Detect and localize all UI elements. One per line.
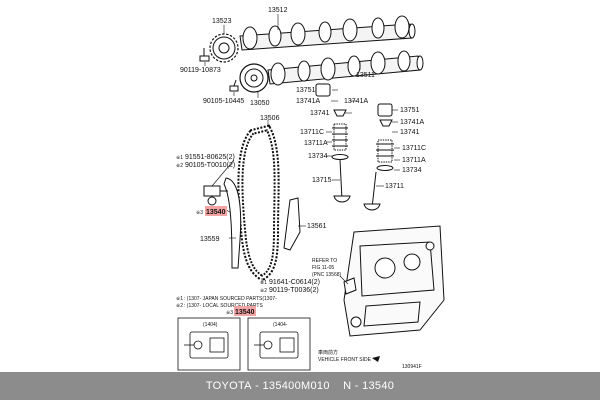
tensioner-inset-right <box>247 317 311 371</box>
label-13734-a: 13734 <box>308 153 328 160</box>
intake-camshaft <box>239 15 416 51</box>
label-13741a-a: 13741A <box>296 98 320 105</box>
label-13506: 13506 <box>260 115 280 122</box>
label-13751-b: 13751 <box>400 107 420 114</box>
front-arrow-icon <box>372 356 380 362</box>
footer-sep-2: N - <box>329 380 363 392</box>
label-13511: 13511 <box>356 72 375 79</box>
label-91641-c0614: 91641-C0614(2) <box>269 279 320 286</box>
label-13734-b: 13734 <box>402 167 422 174</box>
leader-lines-top <box>204 14 361 132</box>
refer-line-1: REFER TO <box>312 258 337 264</box>
label-13512: 13512 <box>268 7 288 14</box>
label-90105-10445: 90105-10445 <box>203 98 244 105</box>
label-13711: 13711 <box>385 183 404 190</box>
mark-2-a: ※2 <box>176 163 183 169</box>
label-13741-a: 13741 <box>310 110 330 117</box>
mark-2-b: ※2 <box>260 288 267 294</box>
label-13540-a: 13540 <box>206 209 226 216</box>
camshaft-timing-gear <box>239 63 269 93</box>
orientation-en: VEHICLE FRONT SIDE <box>318 357 372 363</box>
label-13715: 13715 <box>312 177 332 184</box>
figure-code: 130941F <box>402 364 422 370</box>
chain-tensioner <box>203 185 228 206</box>
chain-guide <box>283 197 301 251</box>
bolt-90119-10873 <box>199 48 210 62</box>
exhaust-camshaft <box>267 50 424 86</box>
tensioner-inset-left <box>177 317 241 371</box>
label-13050: 13050 <box>250 100 270 107</box>
footer-sep-1: - <box>251 380 263 392</box>
timing-chain <box>237 124 280 282</box>
label-13540-b: 13540 <box>235 309 255 316</box>
footer-pnc: 13540 <box>362 380 395 392</box>
label-13711a-b: 13711A <box>402 157 426 164</box>
orientation-jp: 車両前方 <box>318 349 338 356</box>
valve-train <box>315 83 394 211</box>
engine-block <box>343 225 445 337</box>
label-13711a-a: 13711A <box>304 140 328 147</box>
label-13741-b: 13741 <box>400 129 420 136</box>
legend-text-1: : (1307- JAPAN SOURCED PARTS(1307- <box>184 296 277 302</box>
inset-right-code: (1404- <box>273 322 288 328</box>
highlight-13540-a <box>205 206 227 216</box>
label-13561: 13561 <box>307 223 327 230</box>
label-91551-80625: 91551-80625(2) <box>185 154 235 161</box>
legend-mark-1: ※1 <box>176 296 183 302</box>
label-90105-t0010: 90105-T0010(2) <box>185 162 235 169</box>
chain-tensioner-slipper <box>223 177 242 269</box>
mark-3-a: ※3 <box>196 210 203 216</box>
diagram-canvas: 13523 13512 13511 90119-10873 90105-1044… <box>176 7 445 371</box>
label-13711c-b: 13711C <box>402 145 426 152</box>
mark-1-a: ※1 <box>176 155 183 161</box>
footer-part-number: 135400M010 <box>262 380 330 392</box>
mark-1-b: ※1 <box>260 280 267 286</box>
legend-mark-2: ※2 <box>176 303 183 309</box>
label-13711c-a: 13711C <box>300 129 324 136</box>
refer-leader <box>339 275 349 285</box>
legend-mark-3: ※3 <box>226 310 233 316</box>
label-13523: 13523 <box>212 18 232 25</box>
inset-left-code: (1404) <box>203 322 218 328</box>
highlight-13540-b <box>234 306 256 316</box>
bolt-90105-10445 <box>229 79 239 92</box>
refer-line-3: (PNC 13568) <box>312 272 342 278</box>
label-90119-t0036: 90119-T0036(2) <box>269 287 319 294</box>
camshaft-sprocket <box>209 33 239 63</box>
part-footer-bar: TOYOTA - 135400M010 N - 13540 <box>0 372 600 400</box>
label-13741a-b: 13741A <box>344 98 368 105</box>
label-13559: 13559 <box>200 236 220 243</box>
label-13741a-c: 13741A <box>400 119 424 126</box>
footer-brand: TOYOTA <box>205 380 252 392</box>
label-13751-a: 13751 <box>296 87 316 94</box>
leader-lines-valves <box>326 89 400 187</box>
label-90119-10873: 90119-10873 <box>180 67 221 74</box>
parts-diagram: 13523 13512 13511 90119-10873 90105-1044… <box>176 7 445 371</box>
legend-text-2: : (1307- LOCAL SOURCED PARTS <box>184 303 263 309</box>
refer-line-2: FIG 11-05 <box>312 265 334 271</box>
